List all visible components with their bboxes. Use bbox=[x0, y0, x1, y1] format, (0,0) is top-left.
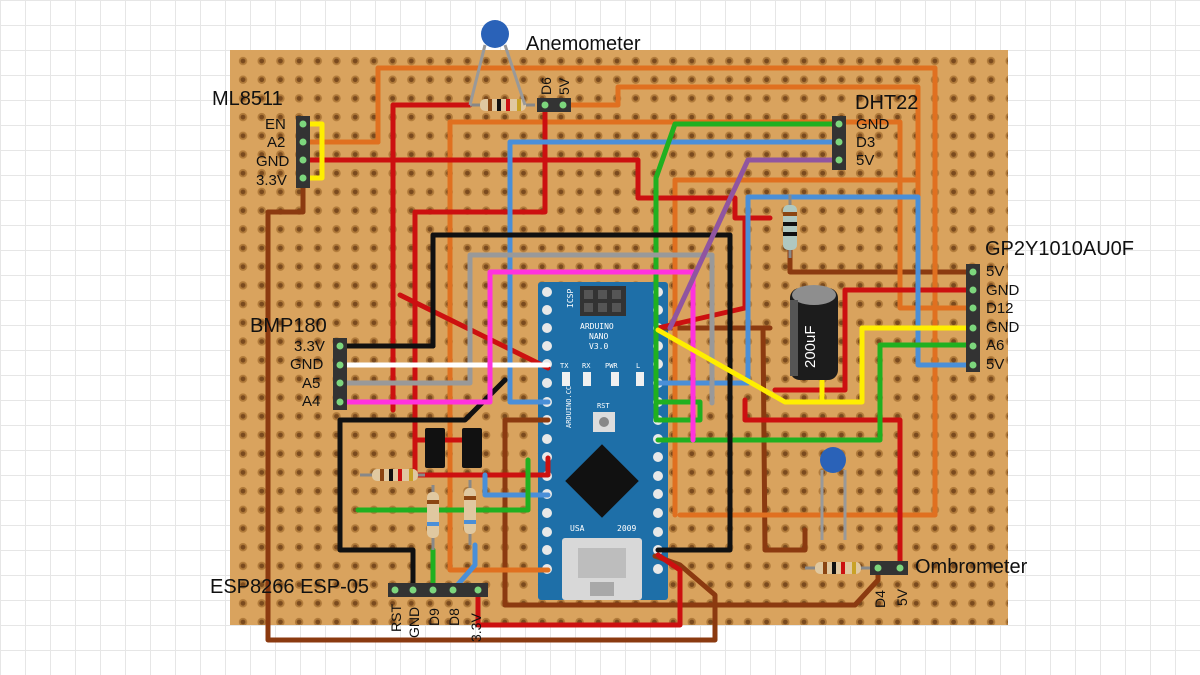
gp2y-pin-d12: D12 bbox=[986, 300, 1014, 317]
header-ombrometer bbox=[870, 561, 908, 575]
wire-red-anemo bbox=[390, 102, 473, 413]
header-bmp180 bbox=[333, 338, 347, 410]
ceramic-cap-anemometer bbox=[468, 20, 527, 106]
microcontroller-chip bbox=[565, 444, 639, 518]
ml8511-pin-en: EN bbox=[265, 116, 286, 133]
wire-orange-top-loop bbox=[375, 65, 938, 518]
nano-version: V3.0 bbox=[589, 342, 609, 351]
wire-yellow-gp2y bbox=[655, 325, 978, 405]
nano-url: ARDUINO.CC bbox=[565, 385, 573, 428]
label-bmp180: BMP180 bbox=[250, 315, 327, 337]
resistor-esp-1 bbox=[427, 485, 439, 550]
esp-pin-rst: RST bbox=[388, 604, 404, 632]
esp-pin-gnd: GND bbox=[406, 606, 422, 638]
wire-red-bmp-gnd bbox=[397, 292, 551, 371]
gp2y-pin-5v-b: 5V bbox=[986, 356, 1005, 373]
resistor-left-horizontal bbox=[360, 469, 425, 481]
gp2y-pin-a6: A6 bbox=[986, 337, 1005, 354]
transistor-2 bbox=[462, 428, 482, 468]
nano-icsp-label: ICSP bbox=[566, 288, 575, 308]
nano-led-rx: RX bbox=[582, 362, 591, 370]
ombrometer-pin-5v: 5V bbox=[894, 588, 910, 606]
bmp180-pin-gnd: GND bbox=[290, 356, 324, 373]
nano-leds bbox=[562, 372, 644, 386]
header-dht22 bbox=[832, 116, 846, 170]
nano-usa: USA bbox=[570, 524, 585, 533]
nano-name: ARDUINO bbox=[580, 322, 614, 331]
nano-year: 2009 bbox=[617, 524, 637, 533]
nano-rst-label: RST bbox=[597, 402, 610, 410]
wire-green-a5 bbox=[655, 399, 703, 423]
electrolytic-capacitor bbox=[790, 285, 838, 380]
wire-orange-5v-top bbox=[562, 84, 921, 293]
label-gp2y: GP2Y1010AU0F bbox=[985, 238, 1134, 260]
label-dht22: DHT22 bbox=[855, 92, 919, 114]
bmp180-pin-a4: A4 bbox=[302, 393, 321, 410]
resistor-vertical-gp2y bbox=[783, 195, 797, 258]
nano-led-tx: TX bbox=[560, 362, 569, 370]
wire-green-gp2y bbox=[655, 342, 978, 443]
ml8511-pin-3v3: 3.3V bbox=[256, 172, 287, 189]
esp-pin-d8: D8 bbox=[446, 608, 462, 626]
resistor-esp-2 bbox=[464, 480, 476, 545]
esp-pin-d9: D9 bbox=[426, 608, 442, 626]
label-esp: ESP8266 ESP-05 bbox=[210, 576, 369, 598]
dht22-pin-d3: D3 bbox=[856, 134, 876, 151]
dht22-pin-5v: 5V bbox=[856, 152, 875, 169]
ceramic-cap-ombrometer bbox=[820, 447, 847, 540]
wire-blue-gp2y-a6 bbox=[655, 194, 978, 386]
wire-red-bottom bbox=[475, 552, 683, 628]
label-ombrometer: Ombrometer bbox=[915, 556, 1028, 578]
header-gp2y bbox=[966, 264, 980, 372]
wire-red-ombro-5v bbox=[742, 397, 903, 571]
label-anemometer: Anemometer bbox=[526, 33, 641, 55]
resistor-ombrometer bbox=[805, 562, 870, 574]
wire-black-esp-gnd bbox=[337, 377, 508, 593]
bmp180-pin-a5: A5 bbox=[302, 375, 321, 392]
wire-red-ml8511-gnd bbox=[300, 157, 773, 221]
esp-pin-3v3: 3.3V bbox=[468, 613, 484, 642]
wire-red-gnd-right bbox=[655, 217, 748, 331]
wire-brown-ml8511-3v3 bbox=[265, 175, 718, 643]
bmp180-pin-3v3: 3.3V bbox=[294, 338, 325, 355]
ml8511-pin-gnd: GND bbox=[256, 153, 290, 170]
header-anemometer bbox=[537, 98, 571, 112]
wire-magenta-a4 bbox=[337, 269, 696, 443]
label-ml8511: ML8511 bbox=[212, 88, 283, 110]
wire-black-loop bbox=[430, 232, 733, 553]
ml8511-pin-a2: A2 bbox=[267, 134, 286, 151]
anemometer-pin-5v: 5V bbox=[556, 77, 572, 95]
gp2y-pin-5v-a: 5V bbox=[986, 263, 1005, 280]
header-ml8511 bbox=[296, 116, 310, 188]
wire-orange-esp bbox=[447, 139, 551, 573]
wire-green-left bbox=[355, 457, 531, 513]
nano-led-l: L bbox=[636, 362, 641, 370]
capacitor-value: 200uF bbox=[802, 325, 819, 368]
wire-green-dht-gnd bbox=[653, 121, 841, 423]
wire-gray-a5 bbox=[337, 252, 715, 406]
wire-purple-dht-5v bbox=[667, 157, 841, 331]
gp2y-pin-gnd-a: GND bbox=[986, 282, 1020, 299]
wire-orange-left bbox=[447, 119, 978, 311]
gp2y-pin-gnd-b: GND bbox=[986, 319, 1020, 336]
transistor-1 bbox=[425, 428, 445, 468]
nano-pcb bbox=[538, 282, 668, 600]
dht22-pin-gnd: GND bbox=[856, 116, 890, 133]
wire-yellow-ml8511 bbox=[300, 121, 325, 181]
wire-red-gp2y-gnd bbox=[772, 287, 978, 393]
nano-model: NANO bbox=[589, 332, 609, 341]
anemometer-pin-d6: D6 bbox=[538, 77, 554, 95]
ombrometer-pin-d4: D4 bbox=[872, 590, 888, 608]
wire-blue-esp-d8 bbox=[450, 542, 478, 593]
header-esp bbox=[388, 583, 488, 597]
nano-led-pwr: PWR bbox=[605, 362, 618, 370]
